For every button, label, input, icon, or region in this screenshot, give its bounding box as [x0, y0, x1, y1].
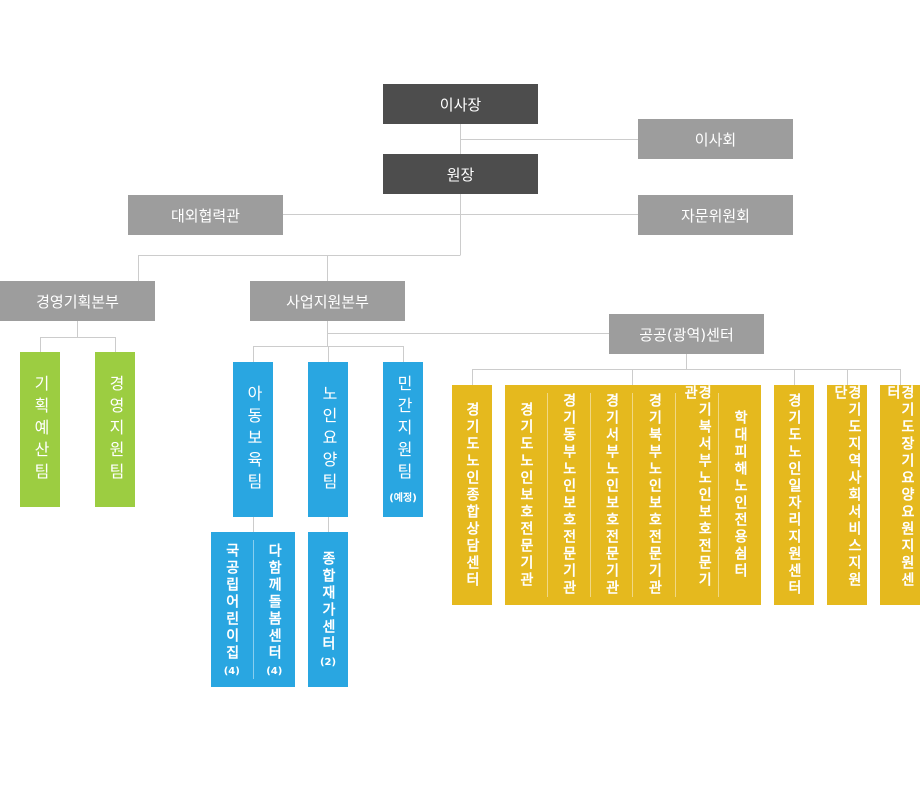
home-care-center-box: 종합재가센터 (2) — [308, 532, 348, 687]
private-support-team-note: (예정) — [389, 493, 417, 504]
home-care-center-note: (2) — [319, 657, 337, 668]
planning-budget-team-box: 기획예산팀 — [20, 352, 60, 507]
mgmt-division-label: 경영기획본부 — [36, 292, 119, 311]
care-worker-center-box: 경기도장기요양요원지원센터 — [880, 385, 920, 605]
elderly-care-team-box: 노인요양팀 — [308, 362, 348, 517]
protection-agency-east-label: 경기동부노인보호전문기관 — [560, 393, 577, 597]
president-box: 원장 — [383, 154, 538, 194]
public-daycare-label: 국공립어린이집 — [223, 542, 240, 662]
childcare-subunits-box: 국공립어린이집 (4) 다함께돌봄센터 (4) — [211, 532, 295, 687]
protection-agency-label: 경기도노인보호전문기관 — [517, 401, 534, 589]
divider — [546, 393, 548, 597]
divider — [589, 393, 591, 597]
chairman-label: 이사장 — [439, 95, 482, 114]
divider — [718, 393, 720, 597]
together-care-center-note: (4) — [266, 665, 283, 677]
private-support-team-box: 민간지원팀 (예정) — [383, 362, 423, 517]
public-daycare-note: (4) — [223, 665, 240, 677]
home-care-center-label: 종합재가센터 — [319, 551, 336, 653]
public-center-label: 공공(광역)센터 — [639, 325, 734, 344]
job-support-center-box: 경기도노인일자리지원센터 — [774, 385, 814, 605]
board-label: 이사회 — [694, 130, 737, 149]
president-label: 원장 — [446, 165, 475, 184]
external-officer-label: 대외협력관 — [170, 206, 240, 225]
board-box: 이사회 — [638, 119, 793, 159]
biz-division-label: 사업지원본부 — [286, 292, 369, 311]
mgmt-support-team-label: 경영지원팀 — [106, 374, 125, 485]
mgmt-support-team-box: 경영지원팀 — [95, 352, 135, 507]
protection-agency-west-label: 경기서부노인보호전문기관 — [603, 393, 620, 597]
counseling-center-label: 경기도노인종합상담센터 — [464, 401, 480, 589]
job-support-center-label: 경기도노인일자리지원센터 — [786, 393, 802, 597]
divider — [675, 393, 677, 597]
counseling-center-box: 경기도노인종합상담센터 — [452, 385, 492, 605]
public-center-box: 공공(광역)센터 — [609, 314, 764, 354]
external-officer-box: 대외협력관 — [128, 195, 283, 235]
divider — [252, 540, 254, 679]
protection-agency-northwest-label: 경기북서부노인보호전문기관 — [682, 385, 713, 589]
childcare-team-label: 아동보육팀 — [244, 384, 263, 495]
advisory-committee-box: 자문위원회 — [638, 195, 793, 235]
elderly-care-team-label: 노인요양팀 — [319, 384, 338, 495]
protection-agency-north-label: 경기북부노인보호전문기관 — [646, 393, 663, 597]
chairman-box: 이사장 — [383, 84, 538, 124]
private-support-team-label: 민간지원팀 — [393, 375, 413, 485]
childcare-team-box: 아동보육팀 — [233, 362, 273, 517]
care-worker-center-label: 경기도장기요양요원지원센터 — [885, 385, 915, 589]
divider — [632, 393, 634, 597]
community-service-box: 경기도지역사회서비스지원단 — [827, 385, 867, 605]
advisory-committee-label: 자문위원회 — [680, 206, 750, 225]
protection-agencies-box: 경기도노인보호전문기관 경기동부노인보호전문기관 경기서부노인보호전문기관 경기… — [505, 385, 761, 605]
abuse-shelter-label: 학대피해노인전용쉼터 — [732, 410, 749, 580]
mgmt-division-box: 경영기획본부 — [0, 281, 155, 321]
community-service-label: 경기도지역사회서비스지원단 — [832, 385, 862, 589]
biz-division-box: 사업지원본부 — [250, 281, 405, 321]
together-care-center-label: 다함께돌봄센터 — [266, 542, 283, 662]
planning-budget-team-label: 기획예산팀 — [31, 374, 50, 485]
